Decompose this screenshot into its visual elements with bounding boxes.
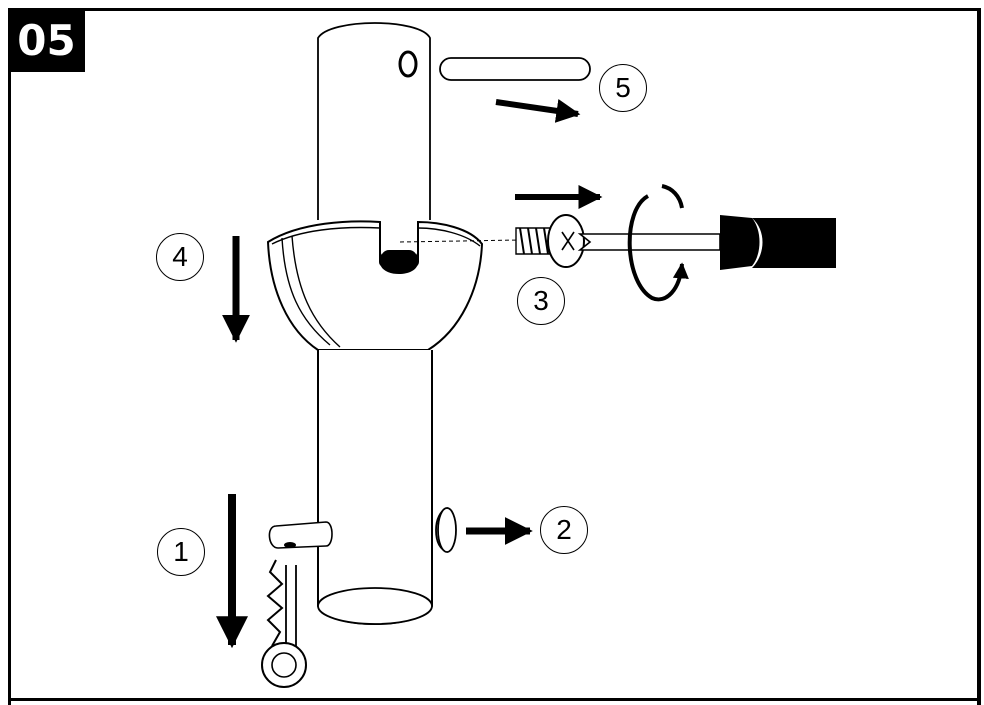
upper-pole — [317, 22, 431, 220]
spring-clip — [261, 559, 307, 688]
callout-2: 2 — [540, 506, 588, 554]
pin-removal-arrow — [495, 98, 581, 123]
frame-right-border — [977, 8, 981, 705]
frame-top-border — [8, 8, 980, 11]
rotation-arrow — [627, 184, 689, 302]
frame-left-border — [8, 8, 11, 705]
screwdriver — [577, 215, 836, 270]
screw — [515, 214, 585, 268]
push-button — [435, 507, 457, 553]
callout-5: 5 — [599, 64, 647, 112]
screw-guide-line — [399, 239, 521, 243]
collar-hub — [266, 220, 484, 351]
locking-pin — [439, 57, 591, 81]
sleeve-piece — [268, 521, 333, 549]
step-number-badge: 05 — [8, 9, 85, 72]
callout-3: 3 — [517, 277, 565, 325]
callout-1: 1 — [157, 528, 205, 576]
lower-pole — [317, 350, 433, 625]
callout-4: 4 — [156, 233, 204, 281]
frame-bottom-border — [8, 698, 981, 701]
